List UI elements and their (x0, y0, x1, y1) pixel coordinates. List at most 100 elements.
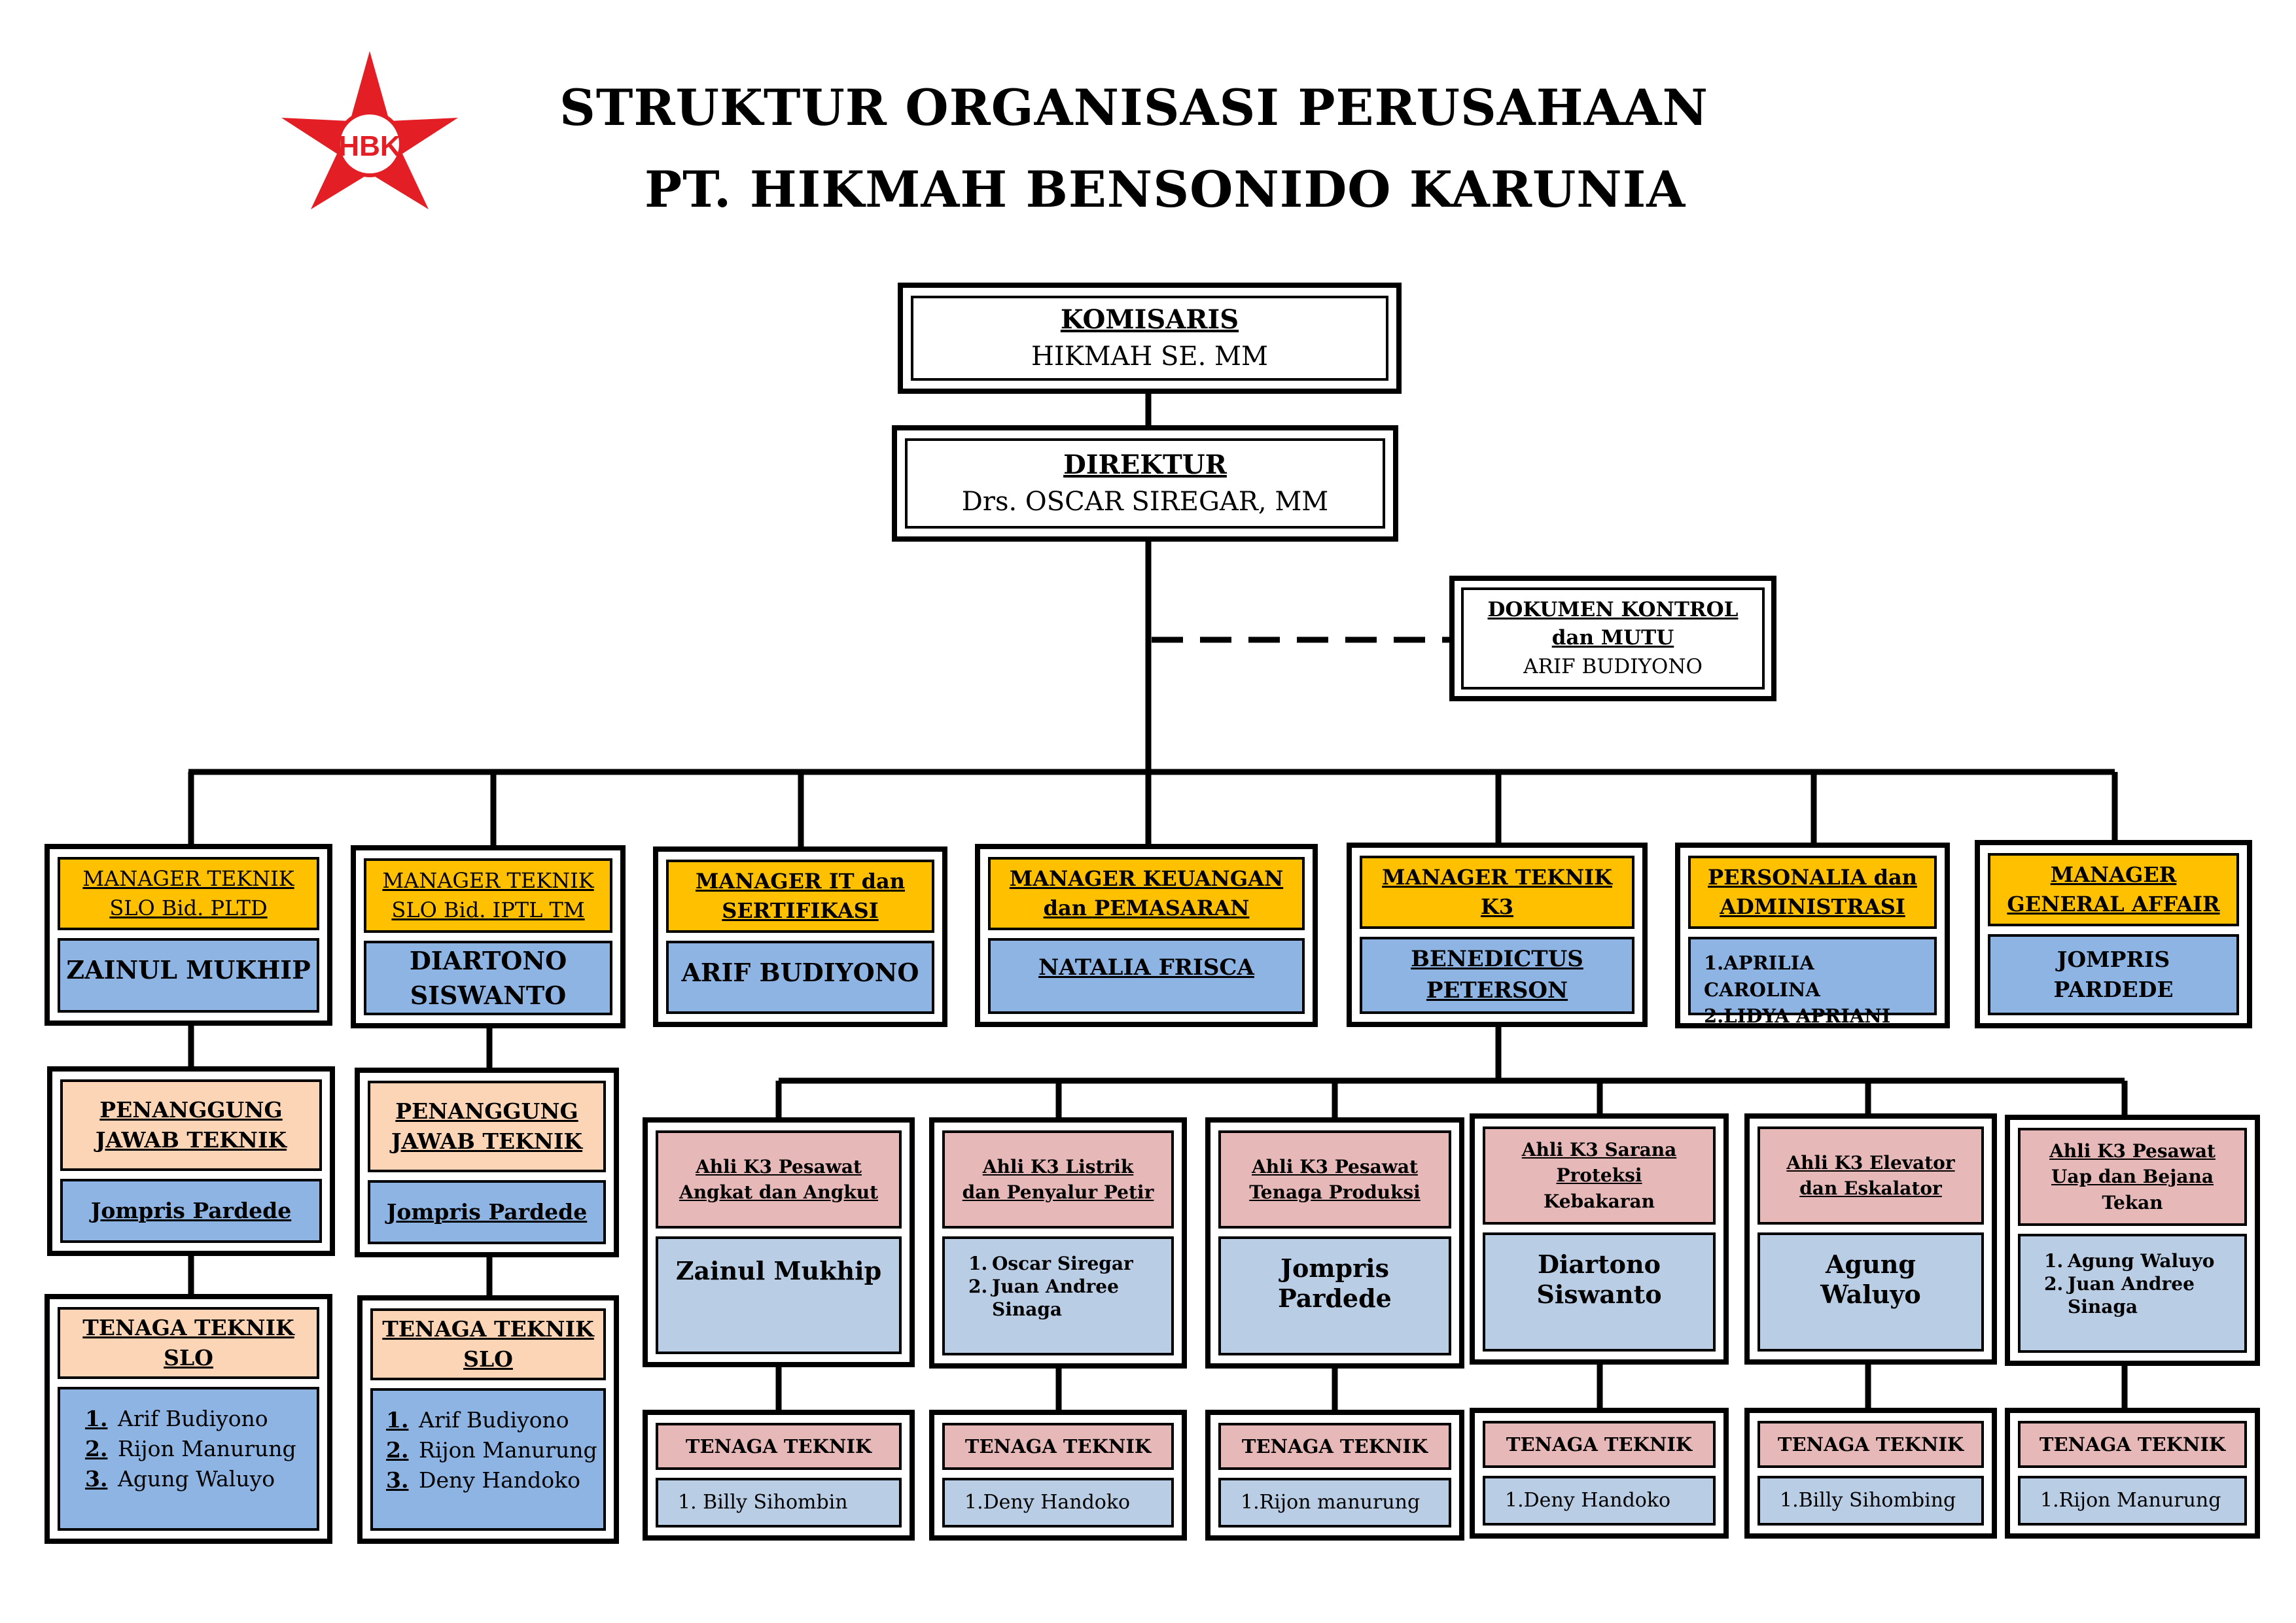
logo-lettering: HBK (338, 130, 401, 162)
tenaga-teknik-slo-box: TENAGA TEKNIK SLO 1.Arif Budiyono 2.Rijo… (357, 1295, 619, 1544)
k3-tenaga-box: TENAGA TEKNIK 1. Billy Sihombin (643, 1410, 915, 1541)
k3-tenaga-member: 1. Billy Sihombin (678, 1491, 848, 1514)
list-item: 1.Arif Budiyono (386, 1407, 569, 1433)
dokumen-title-line1: DOKUMEN KONTROL (1487, 597, 1739, 621)
manager-box: MANAGER IT dan SERTIFIKASI ARIF BUDIYONO (653, 846, 947, 1027)
list-item: Sinaga (2068, 1296, 2138, 1318)
manager-member-2: 2.LIDYA APRIANI (1704, 1005, 1891, 1028)
direktur-title: DIREKTUR (1063, 449, 1227, 480)
manager-box: MANAGER TEKNIK SLO Bid. IPTL TM DIARTONO… (351, 845, 626, 1028)
tt-title-line1: TENAGA TEKNIK (82, 1314, 294, 1340)
manager-name-line1: JOMPRIS (2057, 946, 2170, 972)
k3-title-line1: Ahli K3 Pesawat (1252, 1155, 1418, 1178)
manager-title-line2: GENERAL AFFAIR (2007, 892, 2220, 916)
manager-title-line2: SLO Bid. IPTL TM (391, 898, 585, 922)
k3-expert-name-line2: Waluyo (1820, 1279, 1921, 1309)
k3-expert-box: Ahli K3 Pesawat Angkat dan Angkut Zainul… (643, 1117, 915, 1367)
direktur-box: DIREKTUR Drs. OSCAR SIREGAR, MM (892, 425, 1398, 542)
manager-name: NATALIA FRISCA (1038, 954, 1254, 981)
page-title: STRUKTUR ORGANISASI PERUSAHAAN (559, 79, 1708, 137)
k3-tenaga-box: TENAGA TEKNIK 1.Billy Sihombing (1744, 1408, 1997, 1539)
manager-name-line2: SISWANTO (410, 981, 567, 1010)
manager-title-line1: MANAGER KEUANGAN (1009, 866, 1284, 892)
manager-name-line2: PARDEDE (2053, 977, 2174, 1002)
k3-tenaga-box: TENAGA TEKNIK 1.Deny Handoko (929, 1410, 1187, 1541)
k3-expert-name-line1: Diartono (1538, 1249, 1661, 1279)
list-item: 3.Deny Handoko (386, 1467, 580, 1493)
manager-box: MANAGER GENERAL AFFAIR JOMPRIS PARDEDE (1975, 840, 2252, 1028)
pj-name: Jompris Pardede (386, 1198, 588, 1225)
k3-tenaga-member: 1.Rijon Manurung (2040, 1489, 2221, 1512)
k3-tenaga-box: TENAGA TEKNIK 1.Rijon Manurung (2005, 1408, 2260, 1539)
k3-title-line2: dan Eskalator (1799, 1178, 1942, 1199)
tenaga-teknik-slo-box: TENAGA TEKNIK SLO 1.Arif Budiyono 2.Rijo… (44, 1294, 332, 1544)
manager-title-line2: dan PEMASARAN (1043, 896, 1250, 920)
k3-tenaga-member: 1.Rijon manurung (1241, 1491, 1421, 1514)
dokumen-name: ARIF BUDIYONO (1523, 654, 1703, 678)
manager-name-line2: PETERSON (1426, 977, 1568, 1003)
k3-expert-box: Ahli K3 Listrik dan Penyalur Petir 1.Osc… (929, 1117, 1187, 1369)
tt-title-line2: SLO (463, 1346, 513, 1372)
list-item: 2.Juan Andree (2044, 1273, 2195, 1295)
manager-name: ARIF BUDIYONO (681, 958, 919, 987)
list-item: Sinaga (992, 1299, 1063, 1320)
dokumen-kontrol-box: DOKUMEN KONTROL dan MUTU ARIF BUDIYONO (1449, 576, 1776, 701)
k3-tenaga-member: 1.Deny Handoko (964, 1491, 1131, 1514)
pj-name: Jompris Pardede (90, 1197, 292, 1223)
list-item: 3.Agung Waluyo (85, 1466, 275, 1492)
manager-box: MANAGER TEKNIK K3 BENEDICTUS PETERSON (1347, 843, 1648, 1027)
manager-box: PERSONALIA dan ADMINISTRASI 1.APRILIA CA… (1675, 843, 1950, 1028)
pj-title-line1: PENANGGUNG (395, 1098, 578, 1124)
k3-tenaga-box: TENAGA TEKNIK 1.Rijon manurung (1205, 1410, 1464, 1541)
k3-tenaga-member: 1.Deny Handoko (1505, 1489, 1671, 1512)
manager-name-line1: BENEDICTUS (1411, 946, 1583, 973)
tt-title-line1: TENAGA TEKNIK (382, 1316, 594, 1342)
k3-tenaga-title: TENAGA TEKNIK (685, 1435, 872, 1457)
k3-title-line2: Proteksi (1556, 1164, 1642, 1187)
k3-expert-name-line1: Agung (1826, 1249, 1916, 1279)
manager-member-1: 1.APRILIA CAROLINA (1704, 952, 1820, 1001)
k3-title-line3: Kebakaran (1543, 1190, 1655, 1212)
k3-expert-name-line2: Pardede (1278, 1283, 1392, 1313)
k3-tenaga-box: TENAGA TEKNIK 1.Deny Handoko (1470, 1408, 1729, 1539)
k3-tenaga-member: 1.Billy Sihombing (1780, 1489, 1956, 1512)
penanggung-jawab-box: PENANGGUNG JAWAB TEKNIK Jompris Pardede (47, 1066, 335, 1256)
list-item: 2.Rijon Manurung (386, 1437, 597, 1463)
k3-expert-name-line2: Siswanto (1536, 1279, 1662, 1309)
tt-title-line2: SLO (164, 1345, 213, 1370)
k3-expert-box: Ahli K3 Sarana Proteksi Kebakaran Diarto… (1470, 1113, 1729, 1365)
manager-title-line2: K3 (1480, 894, 1514, 919)
k3-expert-box: Ahli K3 Pesawat Tenaga Produksi Jompris … (1205, 1117, 1464, 1369)
k3-title-line2: Angkat dan Angkut (679, 1181, 879, 1203)
k3-title-line1: Ahli K3 Pesawat (2049, 1140, 2216, 1162)
list-item: 2.Rijon Manurung (85, 1436, 296, 1462)
manager-title-line1: MANAGER TEKNIK (1382, 865, 1612, 890)
komisaris-box: KOMISARIS HIKMAH SE. MM (898, 283, 1402, 394)
k3-tenaga-title: TENAGA TEKNIK (2039, 1433, 2226, 1456)
pj-title-line2: JAWAB TEKNIK (95, 1127, 287, 1153)
komisaris-title: KOMISARIS (1060, 304, 1239, 335)
k3-tenaga-title: TENAGA TEKNIK (1777, 1433, 1964, 1456)
list-item: 1.Oscar Siregar (968, 1253, 1133, 1274)
k3-title-line1: Ahli K3 Sarana (1521, 1139, 1677, 1161)
k3-tenaga-title: TENAGA TEKNIK (1241, 1435, 1428, 1457)
manager-title-line1: PERSONALIA dan (1708, 865, 1917, 890)
manager-title-line2: SLO Bid. PLTD (109, 896, 268, 920)
manager-name-line1: DIARTONO (409, 945, 567, 975)
k3-tenaga-title: TENAGA TEKNIK (964, 1435, 1152, 1457)
list-item: 1.Arif Budiyono (85, 1406, 268, 1431)
company-name-title: PT. HIKMAH BENSONIDO KARUNIA (645, 160, 1686, 218)
k3-expert-box: Ahli K3 Pesawat Uap dan Bejana Tekan 1.A… (2005, 1115, 2260, 1366)
k3-title-line1: Ahli K3 Pesawat (696, 1155, 862, 1178)
k3-title-line2: dan Penyalur Petir (962, 1181, 1154, 1203)
k3-title-line1: Ahli K3 Elevator (1786, 1151, 1955, 1174)
manager-box: MANAGER TEKNIK SLO Bid. PLTD ZAINUL MUKH… (44, 844, 332, 1026)
k3-title-line3: Tekan (2102, 1191, 2163, 1213)
k3-expert-name-line1: Jompris (1280, 1253, 1389, 1283)
k3-expert-name: Zainul Mukhip (675, 1256, 882, 1285)
k3-tenaga-title: TENAGA TEKNIK (1506, 1433, 1693, 1456)
penanggung-jawab-box: PENANGGUNG JAWAB TEKNIK Jompris Pardede (355, 1068, 619, 1257)
komisaris-name: HIKMAH SE. MM (1031, 341, 1268, 372)
